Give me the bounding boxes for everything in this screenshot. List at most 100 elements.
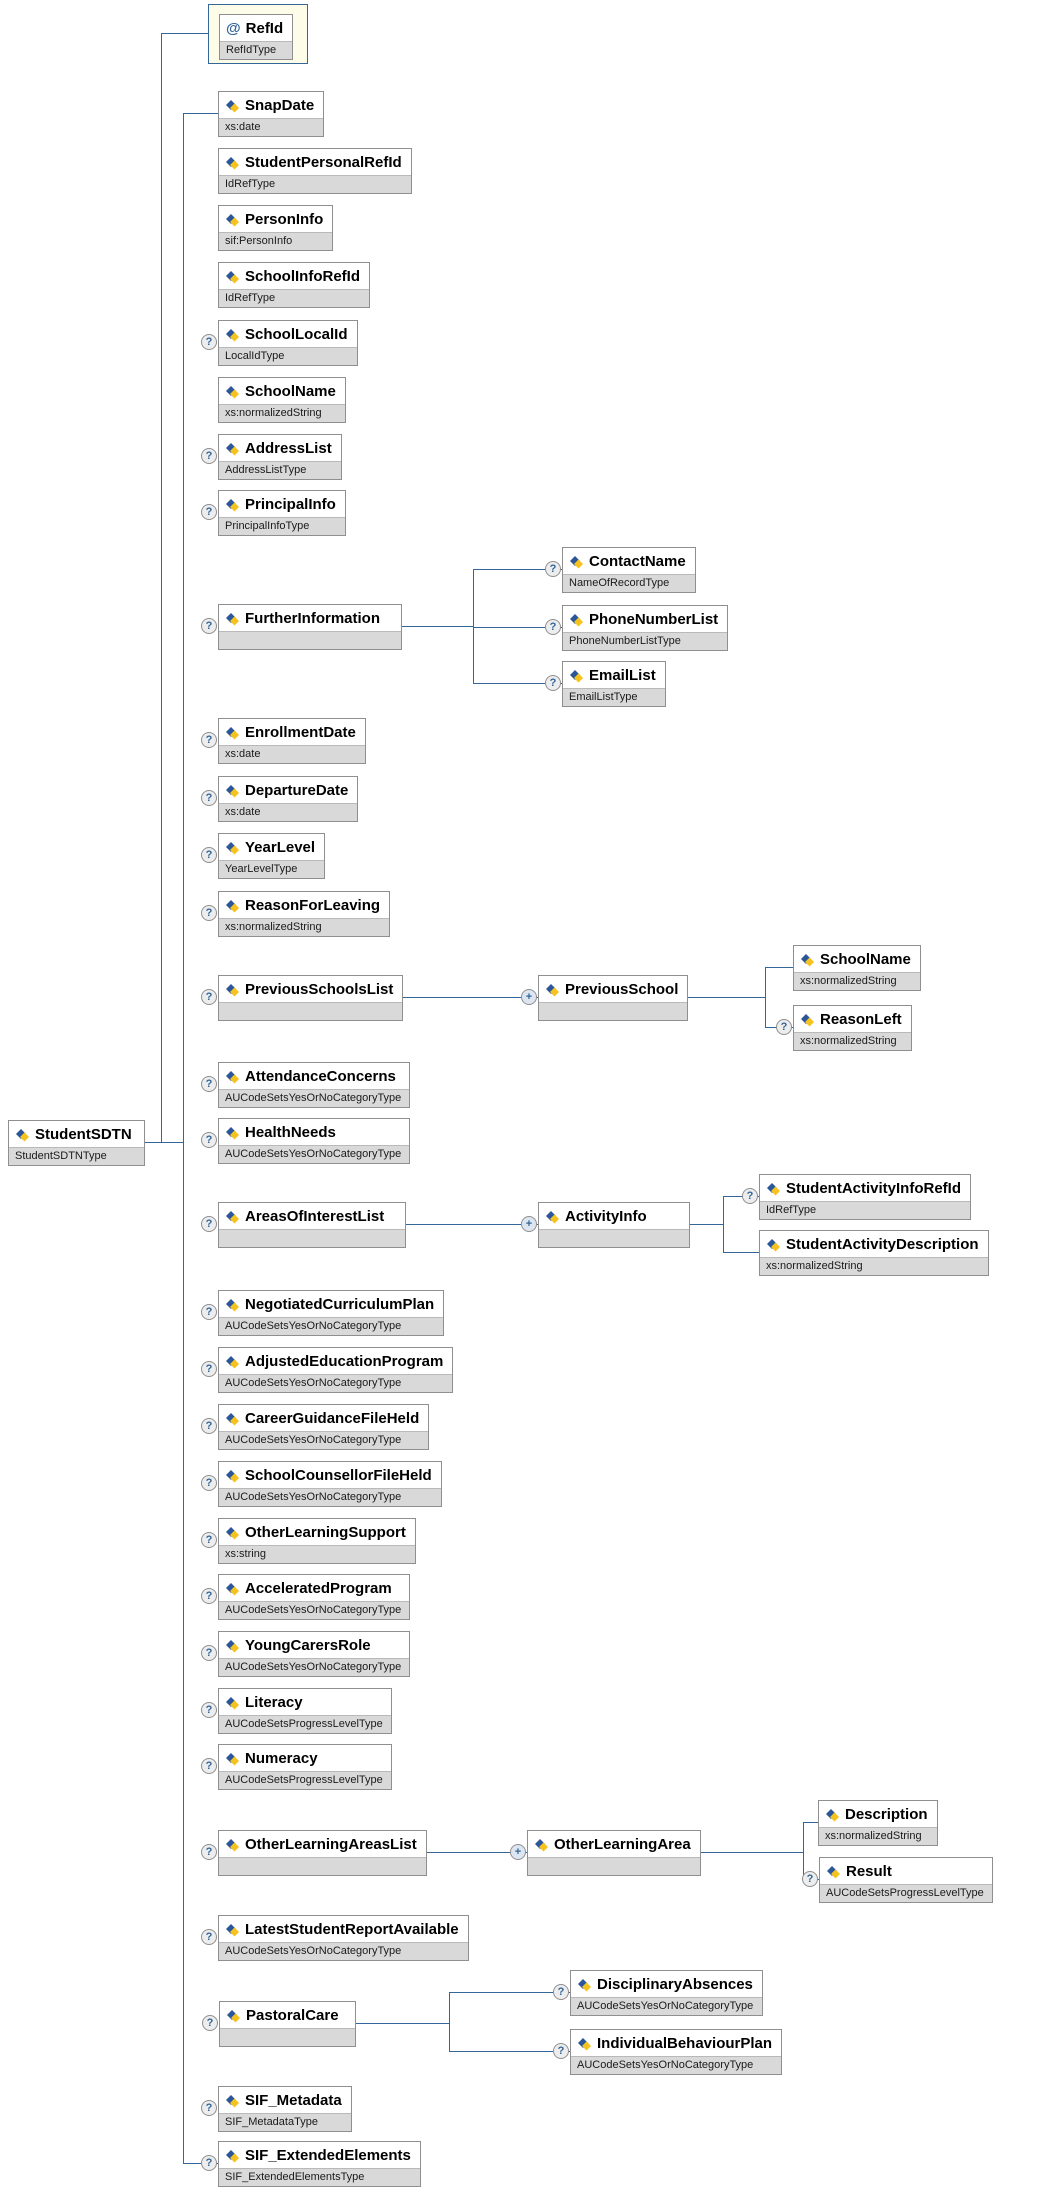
optional-indicator[interactable]: ? <box>201 790 217 806</box>
element-icon <box>226 1582 239 1595</box>
optional-indicator[interactable]: ? <box>201 1702 217 1718</box>
optional-indicator[interactable]: ? <box>201 1304 217 1320</box>
optional-indicator[interactable]: ? <box>201 1532 217 1548</box>
optional-indicator[interactable]: ? <box>201 504 217 520</box>
element-box-FurtherInformation[interactable]: FurtherInformation <box>218 604 402 650</box>
optional-indicator[interactable]: ? <box>201 1076 217 1092</box>
element-type: PhoneNumberListType <box>563 632 728 650</box>
repeat-indicator[interactable]: + <box>521 989 537 1005</box>
optional-indicator[interactable]: ? <box>201 732 217 748</box>
element-box-ActivityInfo[interactable]: ActivityInfo <box>538 1202 690 1248</box>
optional-indicator[interactable]: ? <box>545 561 561 577</box>
element-icon <box>767 1182 780 1195</box>
optional-indicator[interactable]: ? <box>201 989 217 1005</box>
repeat-indicator[interactable]: + <box>510 1844 526 1860</box>
optional-indicator[interactable]: ? <box>553 2043 569 2059</box>
connector-line <box>183 2163 218 2164</box>
element-name: DepartureDate <box>245 782 349 799</box>
element-box-PreviousSchool[interactable]: PreviousSchool <box>538 975 689 1021</box>
element-icon <box>226 1838 239 1851</box>
optional-indicator[interactable]: ? <box>545 675 561 691</box>
optional-indicator[interactable]: ? <box>201 2100 217 2116</box>
element-name-row: LatestStudentReportAvailable <box>219 1916 468 1942</box>
optional-indicator[interactable]: ? <box>545 619 561 635</box>
optional-indicator[interactable]: ? <box>201 448 217 464</box>
optional-indicator[interactable]: ? <box>201 618 217 634</box>
element-icon <box>578 2037 591 2050</box>
element-box-PreviousSchoolsList[interactable]: PreviousSchoolsList <box>218 975 404 1021</box>
optional-indicator[interactable]: ? <box>201 1844 217 1860</box>
optional-indicator[interactable]: ? <box>201 1418 217 1434</box>
element-box-OtherLearningArea[interactable]: OtherLearningArea <box>527 1830 701 1876</box>
optional-indicator[interactable]: ? <box>201 847 217 863</box>
optional-indicator[interactable]: ? <box>201 1645 217 1661</box>
optional-indicator[interactable]: ? <box>742 1188 758 1204</box>
optional-indicator[interactable]: ? <box>201 1475 217 1491</box>
element-box-AreasOfInterestList[interactable]: AreasOfInterestList <box>218 1202 406 1248</box>
repeat-indicator[interactable]: + <box>521 1216 537 1232</box>
element-box-PastoralCare[interactable]: PastoralCare <box>219 2001 356 2047</box>
optional-indicator[interactable]: ? <box>776 1019 792 1035</box>
element-name-row: FurtherInformation <box>219 605 401 631</box>
optional-indicator[interactable]: ? <box>802 1871 818 1887</box>
optional-indicator[interactable]: ? <box>202 2015 218 2031</box>
connector-line <box>380 1224 538 1225</box>
optional-indicator[interactable]: ? <box>201 1132 217 1148</box>
element-icon <box>226 1469 239 1482</box>
element-icon <box>226 1696 239 1709</box>
optional-indicator[interactable]: ? <box>553 1984 569 2000</box>
optional-indicator[interactable]: ? <box>201 1361 217 1377</box>
optional-indicator[interactable]: ? <box>201 2155 217 2171</box>
optional-indicator[interactable]: ? <box>201 1758 217 1774</box>
element-name-row: SIF_Metadata <box>219 2087 351 2113</box>
optional-indicator[interactable]: ? <box>201 1929 217 1945</box>
element-type <box>539 1002 688 1020</box>
optional-indicator[interactable]: ? <box>201 1216 217 1232</box>
element-icon <box>801 1013 814 1026</box>
optional-indicator[interactable]: ? <box>201 1588 217 1604</box>
optional-indicator[interactable]: ? <box>201 334 217 350</box>
optional-indicator[interactable]: ? <box>201 905 217 921</box>
element-name-row: AddressList <box>219 435 341 461</box>
element-box-OtherLearningAreasList[interactable]: OtherLearningAreasList <box>218 1830 427 1876</box>
